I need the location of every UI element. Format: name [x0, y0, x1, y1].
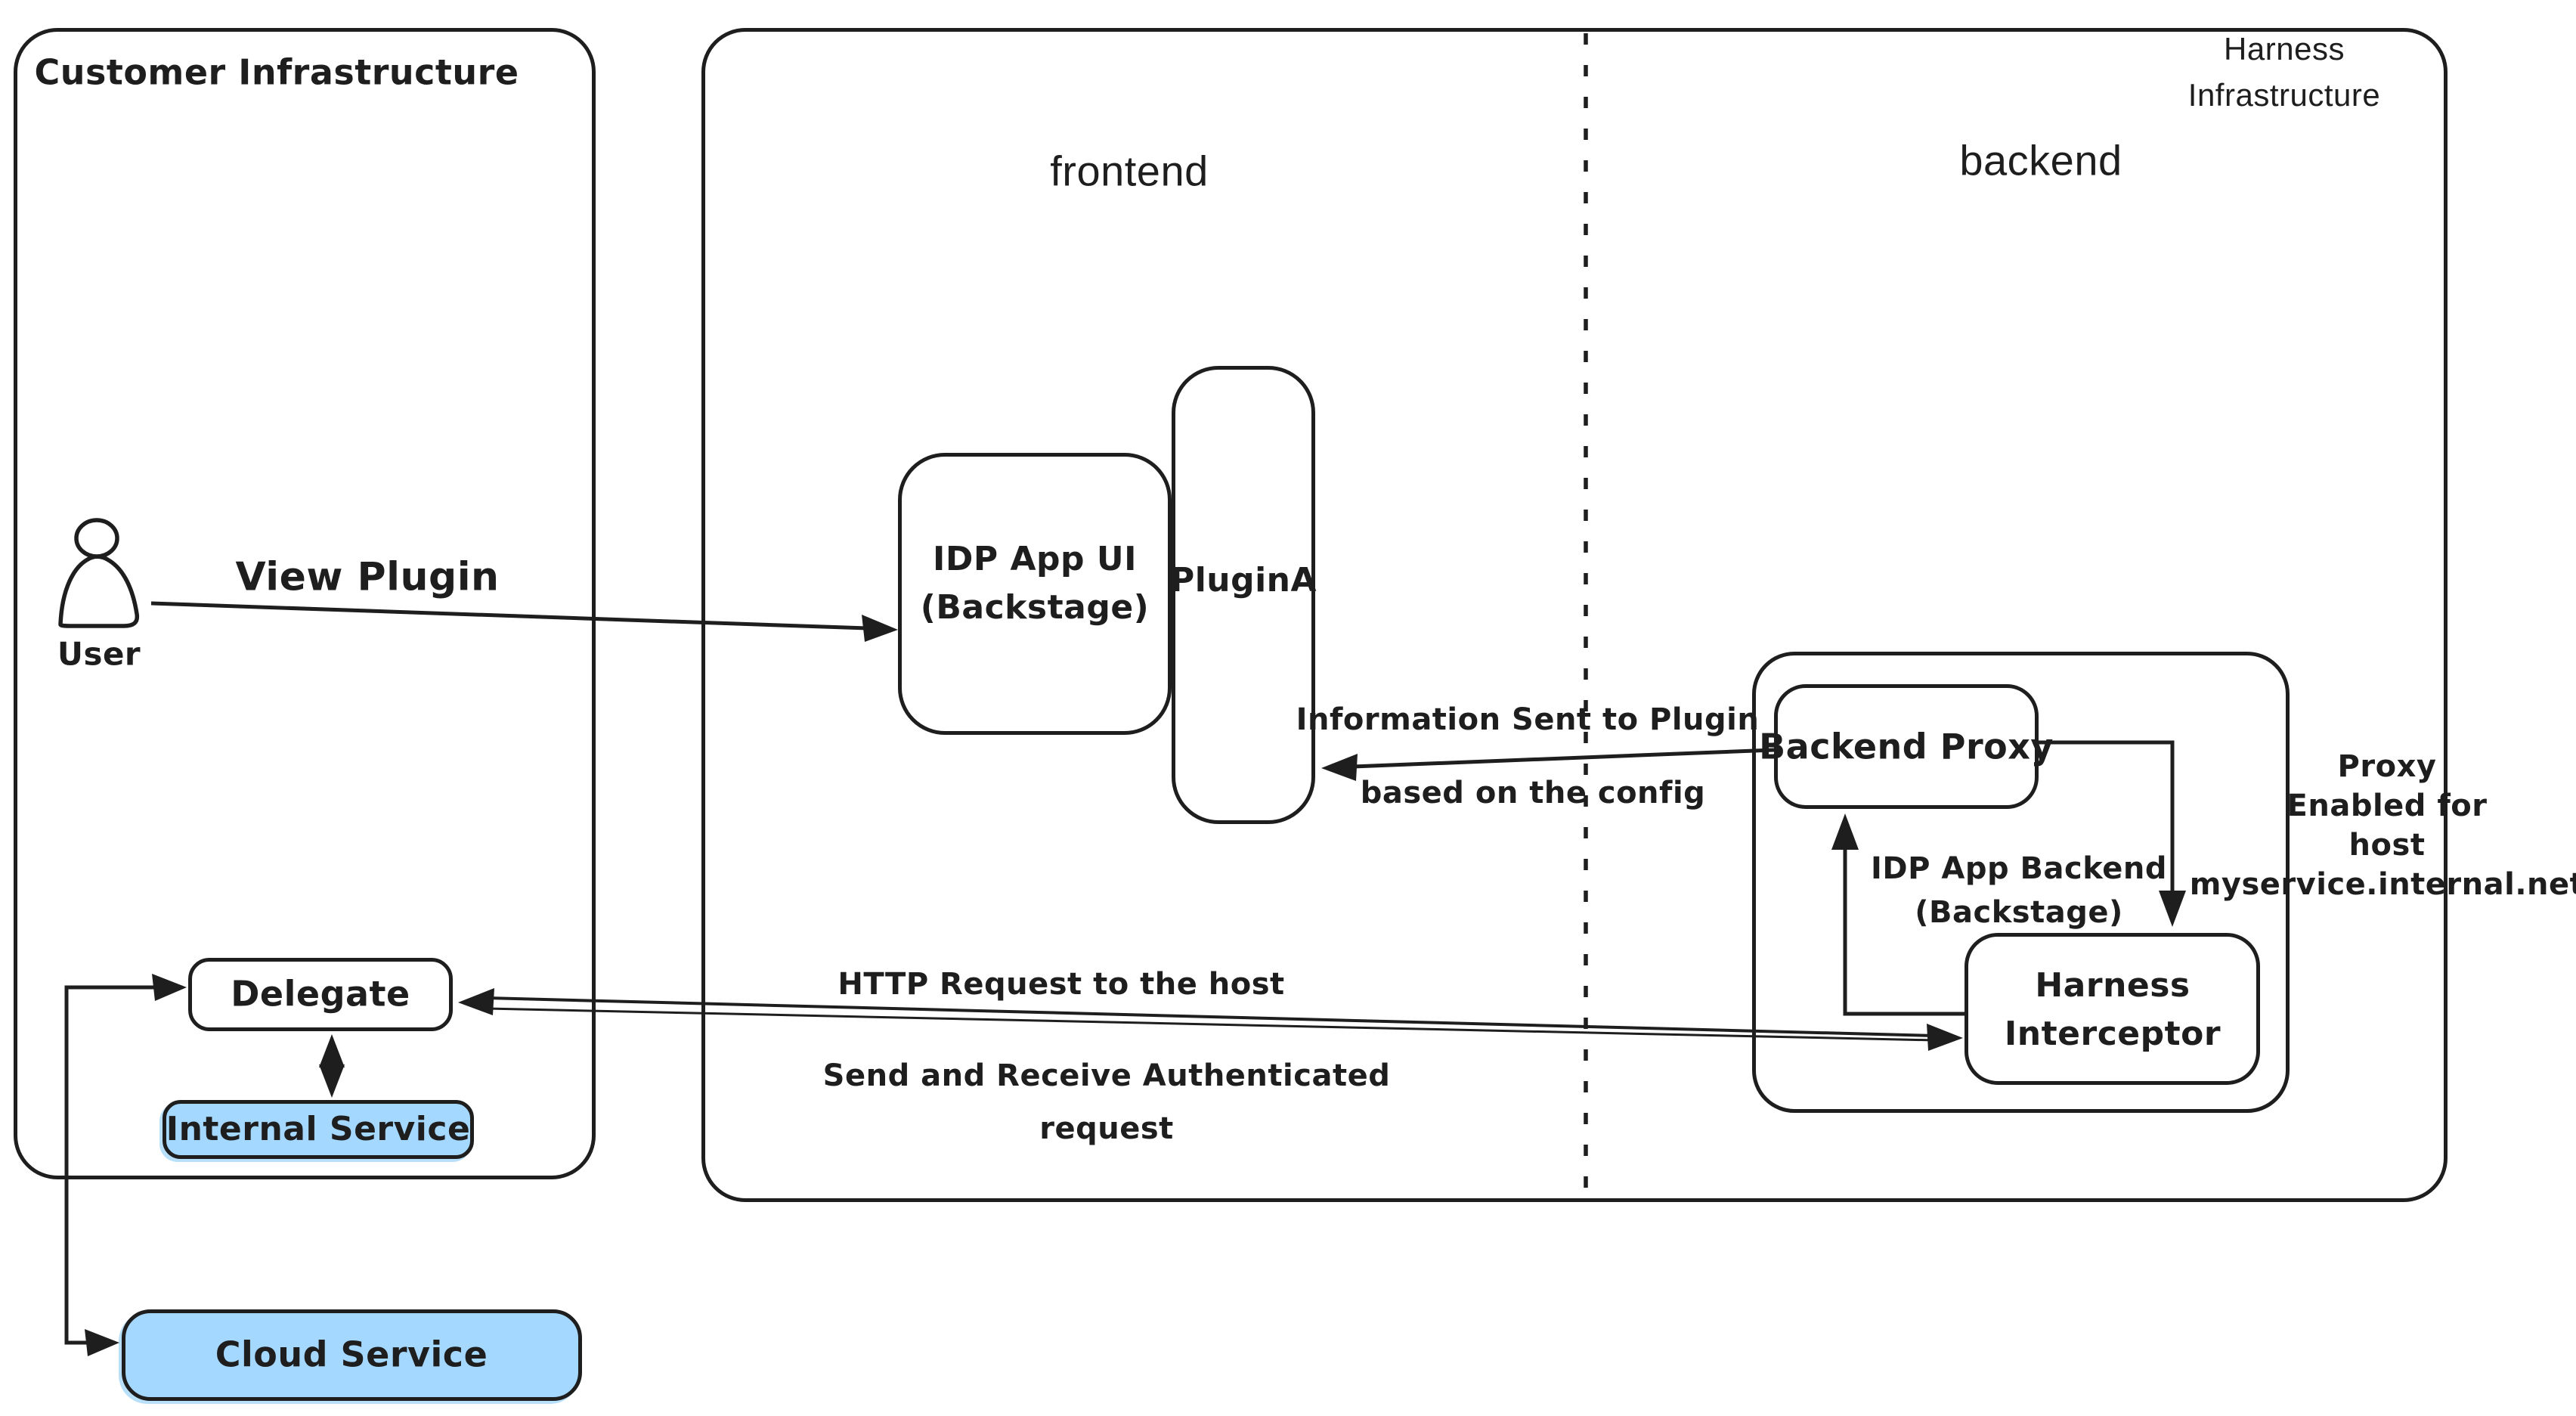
view-plugin-arrow [150, 601, 898, 642]
user-icon [58, 518, 140, 628]
node-plugin-a [1172, 366, 1315, 824]
internal-service-label: Internal Service [166, 1110, 471, 1149]
send-receive-label: Send and Receive Authenticated request [822, 1058, 1391, 1146]
user-label: User [57, 635, 141, 673]
backend-proxy-label: Backend Proxy [1759, 726, 2054, 767]
information-sent-label-line1: Information Sent to Plugin [1296, 702, 1760, 737]
harness-infrastructure-region [701, 28, 2448, 1202]
information-arrow [1321, 748, 1775, 781]
node-harness-interceptor [1965, 933, 2260, 1085]
delegate-internal-arrow [319, 1034, 345, 1098]
node-backend-proxy [1774, 684, 2039, 809]
delegate-cloud-arrow [64, 974, 187, 1356]
node-delegate [188, 958, 453, 1031]
frontend-zone-label: frontend [1050, 147, 1209, 195]
node-cloud-service [122, 1309, 582, 1401]
information-sent-label-line2: based on the config [1360, 776, 1706, 810]
backend-zone-label: backend [1959, 136, 2122, 184]
plugin-a-label: PluginA [1169, 561, 1317, 600]
cloud-service-label: Cloud Service [215, 1334, 488, 1375]
interceptor-to-proxy-arrow [1831, 813, 1965, 1016]
view-plugin-label: View Plugin [235, 554, 500, 600]
http-request-label: HTTP Request to the host [838, 967, 1285, 1002]
harness-region-label: Harness Infrastructure [2187, 31, 2381, 113]
node-idp-app-ui [898, 453, 1172, 735]
idp-app-backend-group [1752, 652, 2290, 1113]
proxy-enabled-label: Proxy Enabled for host myservice.interna… [2189, 749, 2576, 902]
idp-app-backend-label: IDP App Backend (Backstage) [1871, 851, 2167, 930]
delegate-interceptor-arrow [458, 988, 1963, 1051]
harness-interceptor-label: Harness Interceptor [2004, 966, 2221, 1053]
node-internal-service [163, 1100, 474, 1159]
customer-region-label: Customer Infrastructure [34, 51, 519, 93]
proxy-to-interceptor-arrow [2039, 740, 2186, 927]
delegate-label: Delegate [231, 973, 410, 1015]
idp-app-ui-label: IDP App UI (Backstage) [920, 540, 1150, 627]
customer-infrastructure-region [14, 28, 596, 1179]
